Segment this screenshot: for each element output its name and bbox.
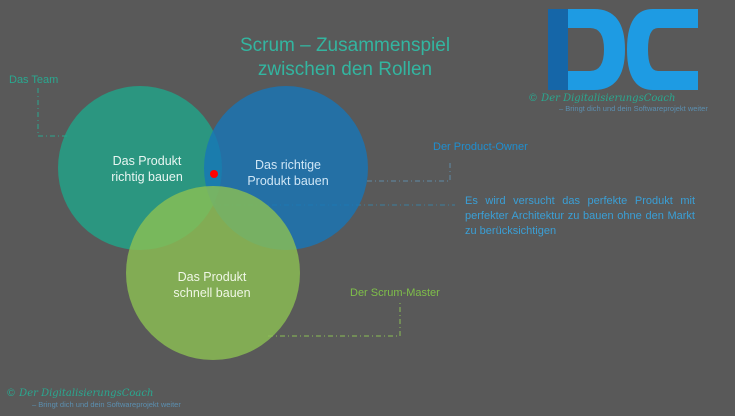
scrum-master-connector-line: [268, 300, 401, 337]
team-label: Das Team: [9, 74, 59, 86]
product-owner-label: Der Product-Owner: [433, 141, 528, 153]
scrum-master-label: Der Scrum-Master: [350, 287, 440, 299]
product-owner-circle-line-2: Produkt bauen: [247, 174, 329, 188]
dc-logo: [548, 9, 698, 90]
scrum-master-circle-text: Das Produkt schnell bauen: [152, 269, 272, 301]
title-line-1: Scrum – Zusammenspiel: [239, 35, 451, 56]
scrum-master-circle-line-1: Das Produkt: [177, 270, 247, 284]
team-circle-line-2: richtig bauen: [111, 170, 183, 184]
center-marker: [210, 170, 218, 178]
product-owner-connector-line: [367, 160, 451, 182]
brand-tagline-top: – Bringt dich und dein Softwareprojekt w…: [559, 104, 708, 113]
brand-name-bottom: © Der DigitalisierungsCoach: [6, 388, 154, 399]
team-connector-line: [37, 88, 68, 137]
intersection-note: Es wird versucht das perfekte Produkt mi…: [465, 195, 695, 237]
product-owner-circle-text: Das richtige Produkt bauen: [233, 157, 343, 189]
brand-name-top: © Der DigitalisierungsCoach: [528, 93, 676, 104]
diagram-title: Scrum – Zusammenspiel zwischen den Rolle…: [200, 34, 490, 82]
team-circle-line-1: Das Produkt: [112, 154, 182, 168]
team-circle-text: Das Produkt richtig bauen: [87, 153, 207, 185]
scrum-master-circle-line-2: schnell bauen: [173, 286, 251, 300]
brand-tagline-bottom: – Bringt dich und dein Softwareprojekt w…: [32, 400, 181, 409]
scrum-master-circle: [126, 186, 300, 360]
title-line-2: zwischen den Rollen: [257, 59, 433, 80]
product-owner-circle-line-1: Das richtige: [255, 158, 321, 172]
